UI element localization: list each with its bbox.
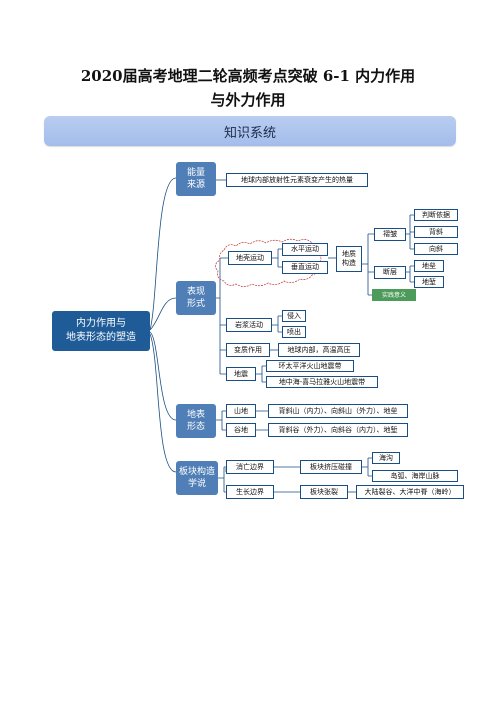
root-node: 内力作用与 地表形态的塑造 bbox=[52, 311, 150, 351]
page-title-line-2: 与外力作用 bbox=[210, 91, 286, 109]
node-magma-activity: 岩浆活动 bbox=[226, 318, 272, 332]
node-plate-rifting: 板块张裂 bbox=[300, 485, 348, 499]
root-node-line-2: 地表形态的塑造 bbox=[66, 332, 136, 343]
node-earthquake: 地震 bbox=[226, 367, 256, 381]
branch-landform-line-1: 地表 bbox=[186, 410, 205, 420]
node-geologic-structure-line-1: 地质 bbox=[342, 250, 356, 258]
root-node-line-1: 内力作用与 bbox=[76, 318, 126, 329]
node-destructive-boundary: 消亡边界 bbox=[226, 460, 274, 474]
branch-expression-line-1: 表现 bbox=[186, 287, 205, 297]
node-mountain-desc: 背斜山（内力）、向斜山（外力）、地垒 bbox=[268, 404, 408, 418]
connector-root-plate bbox=[149, 333, 177, 473]
node-practical-significance: 实践意义 bbox=[372, 289, 416, 301]
node-eruption: 喷出 bbox=[282, 326, 306, 338]
node-horst: 地垒 bbox=[414, 260, 444, 272]
node-mountain: 山地 bbox=[226, 404, 256, 418]
branch-landform: 地表 形态 bbox=[176, 404, 216, 438]
branch-plate-tectonics: 板块构造 学说 bbox=[176, 461, 218, 495]
node-geologic-structure: 地质 构造 bbox=[336, 246, 362, 272]
connector-root-expression bbox=[149, 297, 177, 331]
node-constructive-boundary: 生长边界 bbox=[226, 485, 274, 499]
node-pacific-belt: 环太平洋火山地震带 bbox=[266, 360, 354, 372]
node-rift-ridge: 大陆裂谷、大洋中脊（海岭） bbox=[356, 485, 464, 499]
branch-landform-line-2: 形态 bbox=[186, 422, 205, 432]
branch-energy-source: 能量 来源 bbox=[176, 162, 216, 196]
node-plate-collision: 板块挤压碰撞 bbox=[300, 460, 362, 474]
section-banner-label: 知识系统 bbox=[223, 126, 276, 141]
node-geologic-structure-line-2: 构造 bbox=[342, 259, 356, 267]
node-horizontal-movement: 水平运动 bbox=[282, 243, 328, 256]
node-trench: 海沟 bbox=[372, 452, 400, 464]
energy-description: 地球内部放射性元素衰变产生的热量 bbox=[226, 173, 368, 187]
branch-plate-line-1: 板块构造 bbox=[178, 467, 215, 477]
node-metamorphism: 变质作用 bbox=[226, 343, 270, 357]
node-crust-movement: 地壳运动 bbox=[228, 251, 272, 265]
cloud-outline bbox=[215, 238, 322, 287]
section-banner: 知识系统 bbox=[44, 116, 456, 146]
node-syncline: 向斜 bbox=[414, 243, 458, 255]
node-fault: 断层 bbox=[374, 266, 406, 279]
node-vertical-movement: 垂直运动 bbox=[282, 261, 328, 274]
node-fold-criteria: 判断依据 bbox=[414, 209, 458, 221]
branch-expression-line-2: 形式 bbox=[186, 299, 205, 309]
page-title-line-1: 2020届高考地理二轮高频考点突破 6-1 内力作用 bbox=[80, 67, 416, 85]
node-valley-desc: 背斜谷（外力）、向斜谷（内力）、地堑 bbox=[268, 423, 408, 437]
node-mediterranean-belt: 地中海-喜马拉雅火山地震带 bbox=[266, 376, 378, 388]
branch-energy-line-2: 来源 bbox=[186, 180, 205, 190]
node-valley: 谷地 bbox=[226, 423, 256, 437]
node-fold: 褶皱 bbox=[374, 228, 406, 241]
connector-root-landform bbox=[149, 331, 177, 421]
connector-root-energy bbox=[149, 177, 177, 331]
node-intrusion: 侵入 bbox=[282, 310, 306, 322]
branch-energy-line-1: 能量 bbox=[186, 168, 205, 178]
node-island-arc: 岛弧、海岸山脉 bbox=[372, 470, 458, 482]
branch-plate-line-2: 学说 bbox=[187, 479, 206, 489]
node-metamorphism-desc: 地球内部，高温高压 bbox=[278, 343, 360, 357]
node-anticline: 背斜 bbox=[414, 226, 458, 238]
node-graben: 地堑 bbox=[414, 276, 444, 288]
branch-expression-forms: 表现 形式 bbox=[176, 281, 216, 315]
